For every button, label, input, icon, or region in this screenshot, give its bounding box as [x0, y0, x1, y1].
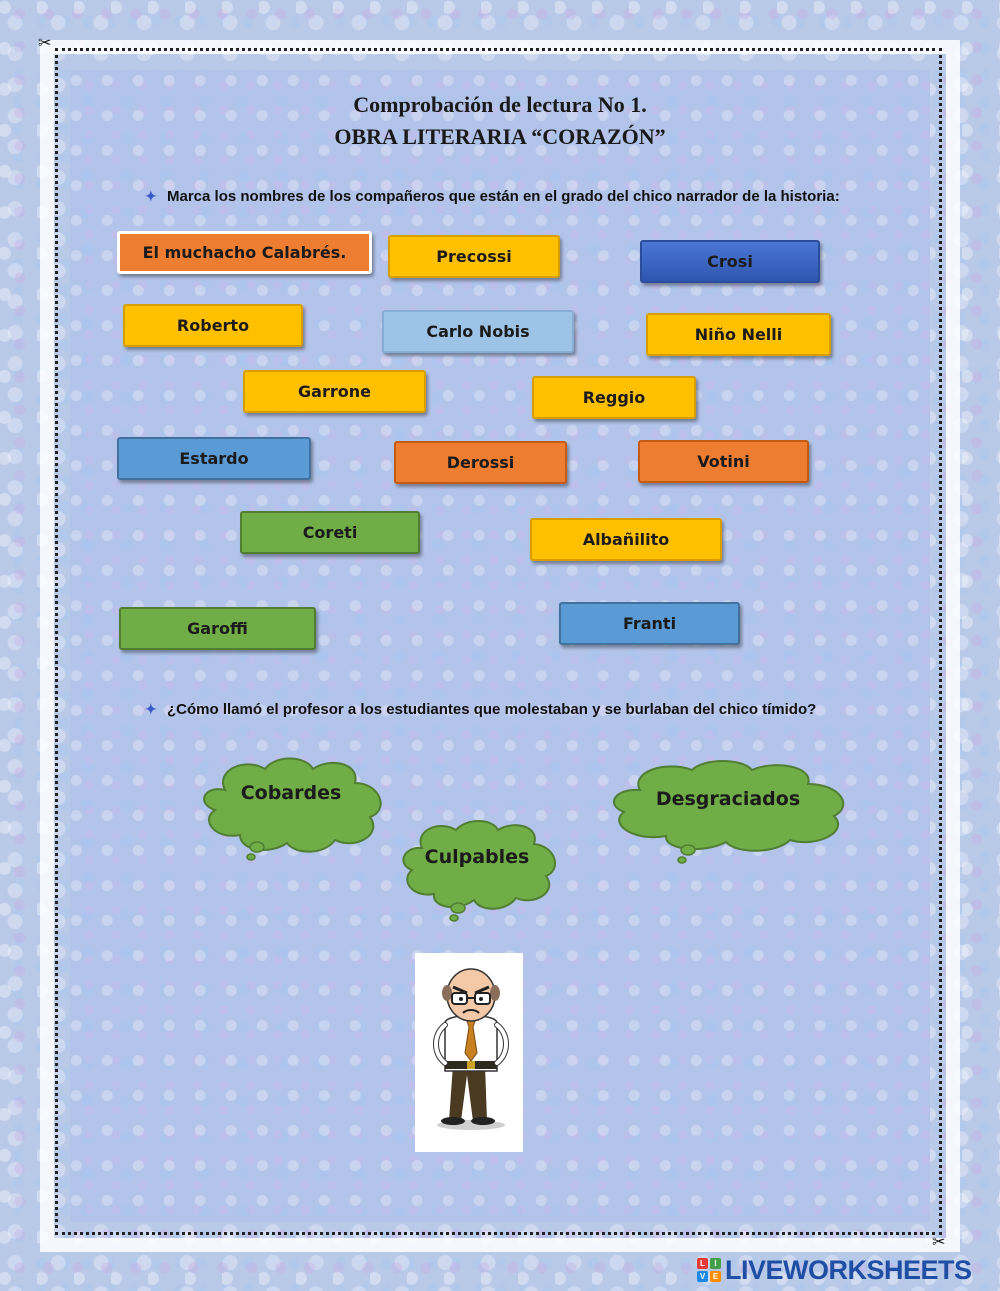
option-label: Votini [697, 452, 750, 471]
option-label: Derossi [446, 453, 515, 472]
answer-cobardes[interactable]: Cobardes [195, 755, 387, 865]
liveworksheets-brand: L I V E LIVEWORKSHEETS [697, 1255, 972, 1285]
option-label: Niño Nelli [694, 325, 783, 344]
answer-label: Culpables [424, 846, 530, 868]
option-franti[interactable]: Franti [559, 602, 740, 645]
answer-label: Cobardes [240, 782, 342, 804]
option-label: Franti [622, 614, 677, 633]
logo-letter: E [710, 1271, 721, 1282]
option-roberto[interactable]: Roberto [123, 304, 303, 347]
question-2-text: ¿Cómo llamó el profesor a los estudiante… [167, 701, 817, 718]
option-label: Albañilito [582, 530, 670, 549]
option-label: Precossi [436, 247, 512, 266]
option-coreti[interactable]: Coreti [240, 511, 420, 554]
option-garrone[interactable]: Garrone [243, 370, 426, 413]
option-estardo[interactable]: Estardo [117, 437, 311, 480]
worksheet-title: Comprobación de lectura No 1. [353, 92, 647, 117]
liveworksheets-logo-icon: L I V E [697, 1258, 721, 1282]
option-el-muchacho-calabres[interactable]: El muchacho Calabrés. [117, 231, 372, 274]
logo-letter: V [697, 1271, 708, 1282]
angry-teacher-icon [433, 968, 509, 1130]
teacher-illustration [415, 953, 523, 1152]
option-label: Estardo [179, 449, 249, 468]
option-votini[interactable]: Votini [638, 440, 809, 483]
option-derossi[interactable]: Derossi [394, 441, 567, 484]
logo-letter: L [697, 1258, 708, 1269]
option-label: Crosi [707, 252, 753, 271]
option-label: Garoffi [187, 619, 248, 638]
scissors-icon: ✂ [932, 1234, 946, 1251]
option-precossi[interactable]: Precossi [388, 235, 560, 278]
option-nino-nelli[interactable]: Niño Nelli [646, 313, 831, 356]
answer-label: Desgraciados [655, 788, 801, 810]
answer-culpables[interactable]: Culpables [396, 818, 558, 926]
four-point-star-icon: ✦ [145, 701, 157, 717]
brand-wordmark: LIVEWORKSHEETS [725, 1254, 972, 1285]
answer-desgraciados[interactable]: Desgraciados [604, 760, 852, 870]
option-label: Garrone [298, 382, 371, 401]
question-1-text: Marca los nombres de los compañeros que … [167, 188, 840, 205]
option-label: Carlo Nobis [426, 322, 530, 341]
option-carlo-nobis[interactable]: Carlo Nobis [382, 310, 574, 353]
question-1: ✦ Marca los nombres de los compañeros que… [145, 188, 840, 205]
thought-cloud-shape [203, 757, 382, 861]
option-crosi[interactable]: Crosi [640, 240, 820, 283]
option-reggio[interactable]: Reggio [532, 376, 696, 419]
thought-cloud-shape [402, 820, 557, 922]
option-label: Reggio [582, 388, 646, 407]
option-garoffi[interactable]: Garoffi [119, 607, 316, 650]
option-albanilito[interactable]: Albañilito [530, 518, 722, 561]
question-2: ✦ ¿Cómo llamó el profesor a los estudiant… [145, 701, 816, 718]
thought-cloud-shape [612, 760, 845, 864]
option-label: El muchacho Calabrés. [142, 243, 347, 262]
logo-letter: I [710, 1258, 721, 1269]
four-point-star-icon: ✦ [145, 188, 157, 204]
scissors-icon: ✂ [38, 35, 52, 52]
cut-line [55, 48, 942, 1235]
worksheet-subtitle: OBRA LITERARIA “CORAZÓN” [334, 124, 666, 149]
option-label: Roberto [176, 316, 250, 335]
option-label: Coreti [302, 523, 358, 542]
